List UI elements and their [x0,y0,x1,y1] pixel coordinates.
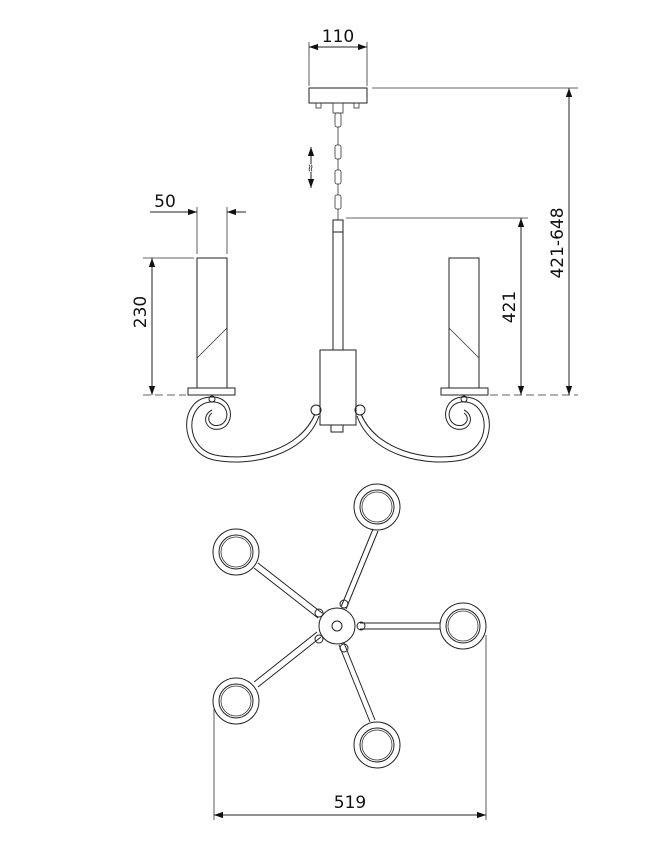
canopy [308,87,368,104]
shade-top-4 [212,677,260,725]
dimension-canopy-width: 110 [308,27,368,86]
arm-joint [310,404,322,416]
dimension-shade-height: 230 [131,257,194,396]
dim-label-total-height: 421-648 [548,207,568,278]
dimension-total-height: 421-648 [372,87,578,395]
dim-label-body-height: 421 [500,291,520,323]
dim-label-shade-height: 230 [131,296,151,328]
shade-top-5 [353,721,401,769]
body-finial [330,424,344,433]
dim-label-canopy: 110 [322,27,354,47]
shade-top-2 [212,528,260,576]
dimension-span-width: 519 [213,635,487,820]
right-shade [448,257,480,389]
shade-top-3 [439,602,487,650]
center-hub [318,607,356,645]
left-arm [186,396,320,463]
arm-joint [354,404,366,416]
rod-fitting [332,219,344,233]
right-base-plate [440,387,489,396]
rod [332,231,344,351]
chain-adjust-symbol: ≈ [304,163,317,172]
canopy-hook [332,102,344,114]
canopy-screw [353,102,360,109]
left-base-plate [187,387,236,396]
right-arm [356,396,490,463]
chain [334,112,342,220]
dim-label-shade-width: 50 [154,192,176,212]
chain-adjust-arrows: ≈ [304,147,317,188]
canopy-screw [315,102,322,109]
left-shade [196,257,228,389]
dim-label-span: 519 [334,793,366,813]
shade-top-1 [353,483,401,531]
dimension-shade-width: 50 [150,192,246,254]
hub-center [331,620,343,632]
dimension-body-height: 421 [346,217,578,396]
side-view: ≈ [186,87,490,463]
top-view [212,483,487,769]
arms-top [253,528,440,723]
central-body [319,349,357,426]
